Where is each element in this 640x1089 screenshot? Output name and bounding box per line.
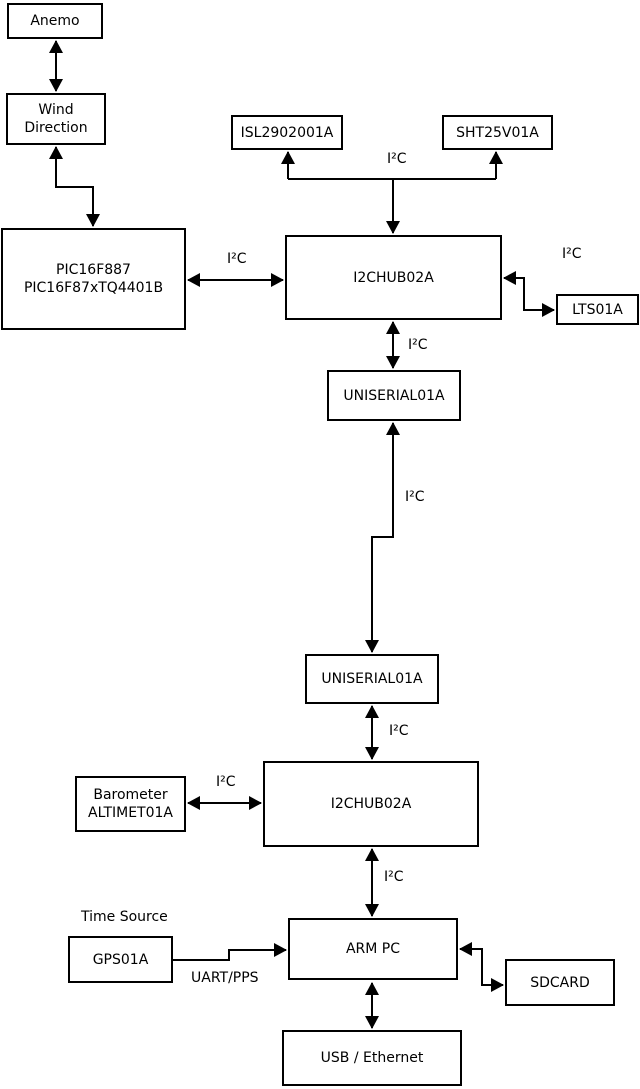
label-uart-pps: UART/PPS: [191, 970, 259, 986]
node-i2c-hub-bottom: I2CHUB02A: [263, 761, 479, 847]
node-anemo: Anemo: [7, 3, 103, 39]
connector-armpc-sdcard: [459, 942, 504, 992]
node-sht-sensor: SHT25V01A: [442, 115, 553, 150]
node-barometer-line2: ALTIMET01A: [88, 805, 173, 821]
node-barometer: Barometer ALTIMET01A: [75, 776, 186, 832]
node-wind-direction-line2: Direction: [24, 120, 88, 136]
node-wind-direction-line1: Wind: [38, 102, 74, 118]
node-isl-sensor: ISL2902001A: [231, 115, 343, 150]
connector-uniserial1-uniserial2: [365, 422, 400, 653]
node-sdcard-label: SDCARD: [530, 974, 590, 991]
node-uniserial-bottom-label: UNISERIAL01A: [321, 671, 423, 687]
node-usb-ethernet-label: USB / Ethernet: [320, 1050, 424, 1066]
node-usb-ethernet: USB / Ethernet: [282, 1030, 462, 1086]
node-pic-controller-line2: PIC16F87xTQ4401B: [23, 280, 164, 296]
node-wind-direction: Wind Direction: [6, 93, 106, 145]
label-i2c-pic-hub: I²C: [227, 251, 247, 267]
node-gps-label: GPS01A: [92, 951, 149, 968]
label-i2c-barometer-hub: I²C: [216, 774, 236, 790]
node-barometer-line1: Barometer: [93, 787, 168, 803]
connector-hub1-lts: [503, 271, 555, 317]
node-arm-pc-label: ARM PC: [345, 941, 401, 957]
label-i2c-uniserial-hub: I²C: [389, 723, 409, 739]
node-uniserial-top-label: UNISERIAL01A: [343, 387, 445, 404]
node-pic-controller: PIC16F887 PIC16F87xTQ4401B: [1, 228, 186, 330]
connector-wind-pic: [49, 146, 100, 227]
node-isl-sensor-label: ISL2902001A: [240, 124, 334, 141]
node-uniserial-top: UNISERIAL01A: [327, 370, 461, 421]
node-i2c-hub-top-label: I2CHUB02A: [353, 269, 434, 286]
node-lts-sensor: LTS01A: [556, 294, 639, 325]
label-i2c-lts: I²C: [562, 246, 582, 262]
node-lts-sensor-label: LTS01A: [572, 301, 623, 318]
node-i2c-hub-bottom-label: I2CHUB02A: [330, 796, 412, 812]
label-i2c-serial-link: I²C: [405, 489, 425, 505]
node-anemo-label: Anemo: [30, 13, 80, 29]
node-arm-pc: ARM PC: [288, 918, 458, 980]
label-i2c-hub-uniserial: I²C: [408, 337, 428, 353]
node-sdcard: SDCARD: [505, 959, 615, 1006]
node-uniserial-bottom: UNISERIAL01A: [305, 654, 439, 704]
label-i2c-sensor-bus: I²C: [387, 151, 407, 167]
connector-gps-armpc: [173, 943, 287, 961]
label-i2c-hub-armpc: I²C: [384, 869, 404, 885]
node-sht-sensor-label: SHT25V01A: [456, 124, 539, 141]
label-time-source: Time Source: [81, 909, 168, 925]
node-i2c-hub-top: I2CHUB02A: [285, 235, 502, 320]
node-gps: GPS01A: [68, 936, 173, 983]
node-pic-controller-line1: PIC16F887: [56, 262, 131, 278]
